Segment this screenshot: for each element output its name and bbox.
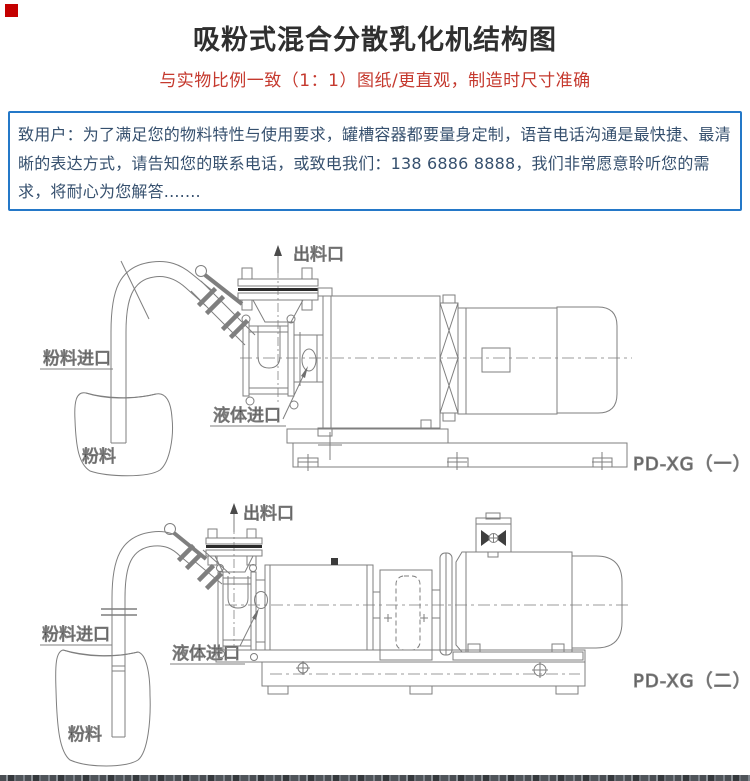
powder-label: 粉料: [82, 447, 116, 467]
leader-arrow-icon: [252, 608, 259, 620]
diagram-2: 出料口: [40, 503, 750, 767]
motor-end-cap: [571, 555, 623, 649]
outlet-label: 出料口: [293, 245, 344, 265]
model-label-2: PD-XG（二）: [633, 671, 750, 692]
corner-red-square-icon: [5, 4, 18, 17]
notice-text: 致用户：为了满足您的物料特性与使用要求，罐槽容器都要量身定制，语音电话沟通是最快…: [18, 125, 731, 201]
leader-arrow-icon: [301, 366, 308, 378]
pump-head: [241, 299, 323, 410]
coupling-disc: [439, 552, 453, 656]
page-title: 吸粉式混合分散乳化机结构图: [193, 25, 557, 56]
valve-lever: [195, 265, 244, 306]
powder-inlet-label: 粉料进口: [43, 349, 111, 369]
pump-drum: [317, 287, 441, 437]
motor: [452, 551, 623, 661]
base-plate: [215, 649, 586, 695]
liquid-inlet-port: [301, 348, 317, 372]
header: 吸粉式混合分散乳化机结构图 与实物比例一致（1：1）图纸/更直观，制造时尺寸准确: [0, 24, 750, 91]
motor-end-cap: [556, 306, 618, 414]
motor: [457, 306, 618, 415]
powder-bin: [55, 649, 151, 767]
u-tube: [227, 576, 249, 609]
liquid-inlet-port: [254, 591, 268, 609]
model-label-1: PD-XG（一）: [633, 454, 750, 475]
liquid-inlet-label: 液体进口: [213, 406, 281, 426]
pump-cylinder: [264, 558, 374, 651]
leader-line: [282, 369, 307, 420]
suction-pipe: [110, 260, 256, 444]
u-tube: [257, 326, 281, 369]
nameplate: [481, 347, 511, 373]
bearing-block: [373, 569, 440, 661]
page-subtitle: 与实物比例一致（1：1）图纸/更直观，制造时尺寸准确: [159, 71, 591, 91]
notice-box: 致用户：为了满足您的物料特性与使用要求，罐槽容器都要量身定制，语音电话沟通是最快…: [8, 111, 742, 211]
junction-box: [475, 512, 512, 558]
outlet-label: 出料口: [243, 504, 294, 524]
powder-bin: [74, 392, 173, 477]
bottom-edge-texture: [0, 775, 750, 781]
pipe-clamps: [196, 286, 250, 340]
diagram-1: 出料口: [40, 245, 750, 477]
pipe-clamps: [176, 543, 224, 591]
outlet-arrow-icon: [230, 503, 238, 532]
base-plate: [286, 419, 628, 471]
powder-inlet-label: 粉料进口: [42, 625, 110, 645]
cross-rod: [120, 260, 150, 320]
outlet-arrow-icon: [274, 245, 282, 273]
suction-pipe: [101, 531, 231, 738]
powder-label: 粉料: [68, 725, 102, 745]
liquid-inlet-label: 液体进口: [172, 644, 240, 664]
